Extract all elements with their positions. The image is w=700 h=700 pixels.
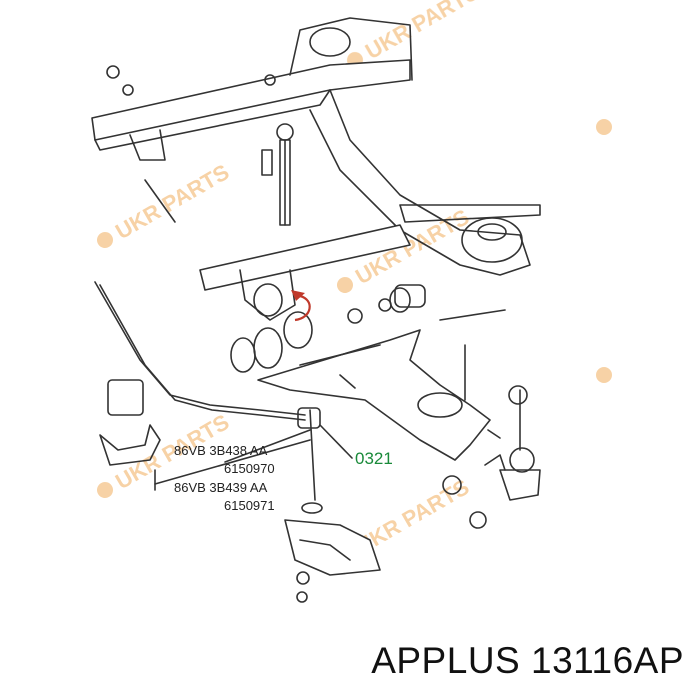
crossmember-rail (94, 89, 331, 151)
stabilizer-clamp (99, 424, 161, 466)
part-label: 86VB 3B439 AA (174, 480, 268, 495)
link-bushing (297, 407, 321, 429)
bracket-washer (442, 475, 462, 495)
stabilizer-link (309, 409, 316, 501)
product-title: APPLUS 13116AP (371, 640, 684, 682)
nut (347, 308, 363, 324)
nut (378, 298, 392, 312)
part-number: 13116AP (531, 640, 684, 681)
bracket-nut (296, 591, 308, 603)
ball-joint (509, 447, 535, 473)
frame-side-rail (289, 17, 413, 81)
stabilizer-bar (94, 281, 306, 416)
bushing-alt (389, 287, 411, 313)
leader-line (319, 424, 353, 459)
upper-crossmember (91, 59, 411, 141)
subframe-panel (399, 204, 541, 223)
bushing-cylinder (394, 284, 426, 308)
rear-mount-bushing-inner (477, 223, 507, 241)
part-label: 86VB 3B438 AA (174, 443, 268, 458)
watermark-text: UKR PARTS (361, 0, 483, 64)
leader-line (154, 439, 311, 485)
frame-brace (129, 129, 166, 161)
small-bolt (487, 429, 501, 439)
lower-crossmember (199, 224, 411, 291)
highlight-arrow (294, 294, 311, 322)
link-washer (301, 502, 323, 514)
ball-joint-housing (499, 469, 541, 501)
nut (106, 65, 120, 79)
stabilizer-bushing (107, 379, 144, 416)
leader-line (224, 429, 311, 463)
highlight-label: 0321 (355, 449, 393, 468)
part-label: 6150971 (224, 498, 275, 513)
bushing (230, 337, 256, 373)
watermark-gear (596, 367, 612, 383)
control-arm-hole (417, 392, 463, 418)
subframe-longitudinal (309, 89, 531, 276)
washer (276, 123, 294, 141)
watermark-gear (596, 119, 612, 135)
bracket-washer (469, 511, 487, 529)
small-bolt (339, 374, 356, 389)
bushing (253, 327, 283, 369)
nut (264, 74, 276, 86)
castle-nut (508, 385, 528, 405)
rear-bushing-mount (253, 283, 283, 317)
ball-joint-seat (484, 454, 506, 471)
brand-name: APPLUS (371, 640, 521, 681)
upper-mount-bushing (309, 27, 351, 57)
control-arm-bolt (299, 344, 381, 366)
lower-control-arm (257, 329, 491, 461)
bracket-nut (296, 571, 310, 585)
stabilizer-bar-inner (99, 284, 306, 421)
nut (122, 84, 134, 96)
rear-mount-bushing (461, 217, 523, 263)
washer (261, 149, 273, 176)
watermark-logo: UKR PARTS (97, 159, 233, 248)
highlight-arrowhead (291, 290, 305, 301)
control-arm-bolt-2 (439, 309, 506, 321)
bushing-sleeve (283, 311, 313, 349)
angled-bolt (144, 179, 176, 223)
watermark-text: UKR PARTS (111, 159, 233, 244)
part-label: 6150970 (224, 461, 275, 476)
bracket-detail (299, 539, 351, 561)
